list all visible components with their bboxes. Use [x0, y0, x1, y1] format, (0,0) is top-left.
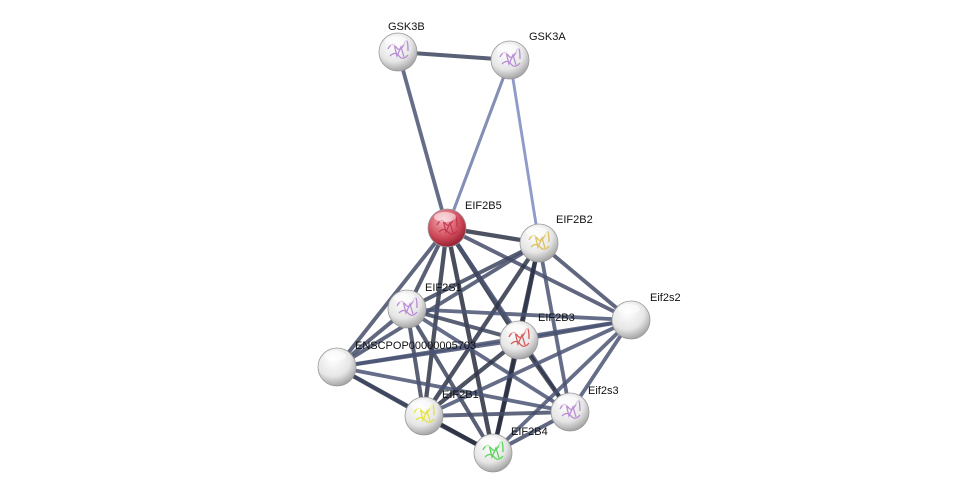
node-highlight	[394, 293, 416, 303]
node-label: EIF2B1	[442, 389, 479, 401]
node-highlight	[506, 324, 528, 334]
node-label: EIF2B4	[511, 426, 548, 438]
edge-GSK3A-EIF2B5[interactable]	[445, 59, 512, 229]
node-EIF2B5[interactable]: EIF2B5	[427, 200, 502, 248]
edge-ENSCPOP-Eif2s2[interactable]	[336, 318, 632, 369]
node-highlight	[434, 212, 456, 222]
node-label: GSK3A	[529, 31, 566, 43]
node-highlight	[385, 36, 407, 46]
edge-GSK3B-EIF2B5[interactable]	[396, 51, 449, 229]
node-label: GSK3B	[388, 21, 425, 33]
node-label: ENSCPOP00000005703	[355, 340, 476, 352]
node-EIF2B2[interactable]: EIF2B2	[519, 214, 593, 263]
node-highlight	[324, 351, 346, 361]
node-label: EIF2B2	[556, 214, 593, 226]
node-label: EIF2S1	[425, 282, 462, 294]
node-label: Eif2s3	[588, 385, 619, 397]
edge-EIF2B2-EIF2S1[interactable]	[406, 241, 540, 311]
node-GSK3A[interactable]: GSK3A	[490, 31, 566, 80]
node-GSK3B[interactable]: GSK3B	[378, 21, 425, 72]
edge-EIF2B2-Eif2s2[interactable]	[537, 241, 633, 322]
node-highlight	[526, 227, 548, 237]
node-highlight	[618, 304, 640, 314]
edge-EIF2S1-Eif2s3[interactable]	[405, 307, 572, 414]
node-EIF2B1[interactable]: EIF2B1	[404, 389, 479, 436]
edge-EIF2B3-EIF2B1[interactable]	[422, 338, 521, 418]
node-highlight	[497, 44, 519, 54]
node-highlight	[411, 400, 433, 410]
node-Eif2s2[interactable]: Eif2s2	[611, 292, 681, 340]
node-highlight	[480, 437, 502, 447]
node-ENSCPOP[interactable]: ENSCPOP00000005703	[317, 340, 476, 387]
node-EIF2S1[interactable]: EIF2S1	[387, 282, 462, 329]
node-label: Eif2s2	[650, 292, 681, 304]
edge-EIF2S1-Eif2s2[interactable]	[406, 307, 632, 322]
node-label: EIF2B5	[465, 200, 502, 212]
node-Eif2s3[interactable]: Eif2s3	[550, 385, 619, 432]
node-label: EIF2B3	[538, 312, 575, 324]
edge-Eif2s2-EIF2B1[interactable]	[423, 318, 632, 418]
edge-EIF2B5-Eif2s2[interactable]	[446, 226, 632, 322]
node-highlight	[557, 396, 579, 406]
edge-ENSCPOP-Eif2s3[interactable]	[336, 365, 571, 414]
node-EIF2B4[interactable]: EIF2B4	[473, 426, 548, 473]
node-EIF2B3[interactable]: EIF2B3	[499, 312, 575, 360]
edge-Eif2s2-EIF2B4[interactable]	[491, 318, 633, 455]
edge-GSK3A-EIF2B2[interactable]	[508, 59, 541, 244]
edge-EIF2B2-ENSCPOP[interactable]	[335, 241, 541, 369]
edge-EIF2S1-EIF2B4[interactable]	[405, 307, 495, 455]
edge-Eif2s3-EIF2B1[interactable]	[423, 410, 571, 418]
